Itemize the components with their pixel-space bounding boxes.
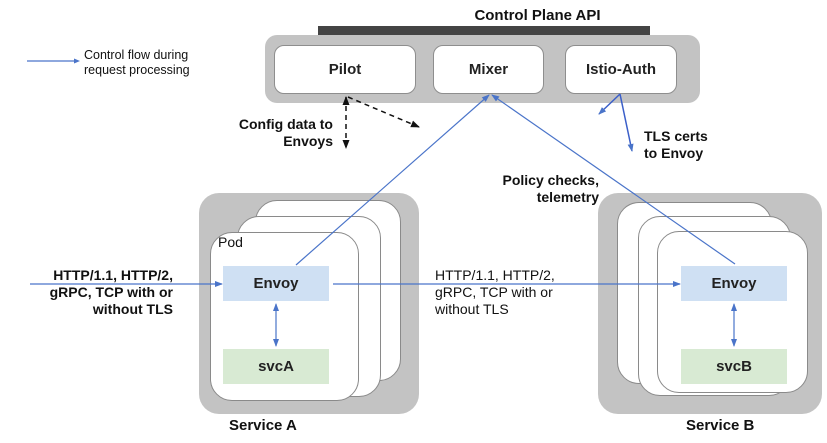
legend-text: Control flow during request processing — [84, 48, 190, 78]
service-a-svca[interactable]: svcA — [223, 349, 329, 384]
ingress-protocols-label: HTTP/1.1, HTTP/2, gRPC, TCP with or with… — [0, 267, 173, 318]
service-a-label: Service A — [229, 417, 297, 434]
ingress-protocols-line1: HTTP/1.1, HTTP/2, — [53, 267, 173, 283]
mesh-protocols-label: HTTP/1.1, HTTP/2, gRPC, TCP with or with… — [435, 267, 555, 318]
pod-label: Pod — [218, 234, 243, 250]
service-b-label: Service B — [686, 417, 755, 434]
mesh-protocols-line2: gRPC, TCP with or — [435, 284, 553, 300]
mesh-protocols-line3: without TLS — [435, 301, 509, 317]
policy-line1: Policy checks, — [502, 172, 599, 188]
legend-arrow-icon — [27, 58, 80, 64]
service-a-envoy[interactable]: Envoy — [223, 266, 329, 301]
legend-text-line2: request processing — [84, 63, 190, 77]
legend-text-line1: Control flow during — [84, 48, 189, 62]
tls-certs-line2: to Envoy — [644, 145, 704, 161]
control-plane-title: Control Plane API — [474, 7, 601, 24]
policy-checks-label: Policy checks, telemetry — [470, 172, 599, 206]
policy-line2: telemetry — [536, 189, 599, 205]
mixer-component[interactable]: Mixer — [433, 45, 544, 94]
tls-certs-label: TLS certs to Envoy — [644, 128, 708, 162]
config-data-line2: Envoys — [283, 133, 333, 149]
config-data-line1: Config data to — [238, 116, 333, 132]
control-plane-api-bar — [318, 26, 650, 35]
service-b-svcb[interactable]: svcB — [681, 349, 787, 384]
config-data-label: Config data to Envoys — [200, 116, 333, 150]
ingress-protocols-line2: gRPC, TCP with or — [49, 284, 173, 300]
ingress-protocols-line3: without TLS — [92, 301, 173, 317]
tls-certs-line1: TLS certs — [644, 128, 708, 144]
istio-auth-component[interactable]: Istio-Auth — [565, 45, 677, 94]
service-b-envoy[interactable]: Envoy — [681, 266, 787, 301]
mesh-protocols-line1: HTTP/1.1, HTTP/2, — [435, 267, 555, 283]
pilot-component[interactable]: Pilot — [274, 45, 416, 94]
